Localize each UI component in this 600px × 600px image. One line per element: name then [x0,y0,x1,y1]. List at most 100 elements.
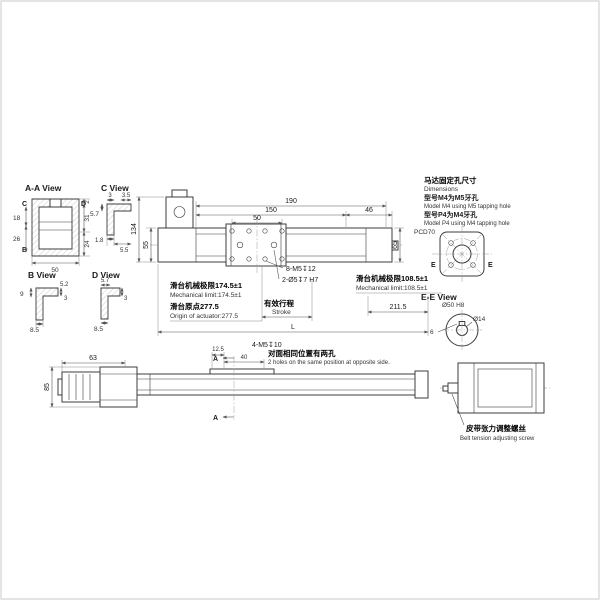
view-ee-label: E-E View [421,292,457,302]
note-dowel-holes: 2-Ø5↧7 H7 [282,277,318,284]
flange-p4-cn: 型号P4为M4牙孔 [424,210,477,219]
c-dim-5-7: 5.7 [90,211,99,218]
side-carriage [209,368,275,375]
limit-right-en: Mechanical limit:108.5±1 [356,285,428,292]
flange-linework [432,226,492,282]
tension-screw-tip [442,385,449,392]
ee-centerlines [442,310,482,350]
limit-left-cn: 滑台机械极限174.5±1 [170,280,242,290]
dim-134: 134 [131,223,138,235]
aa-rail-section [31,198,80,257]
aa-dim-26: 26 [13,236,21,243]
view-c: C View 3 3.5 5.7 1.8 5.5 [90,183,132,254]
flange-p4-en: Model P4 using M4 tapping hole [424,221,510,227]
ee-dim-6: 6 [430,329,434,336]
dim-150: 150 [265,207,277,214]
note-leaders [265,249,284,280]
view-b-label: B View [28,270,56,280]
opposite-holes-en: 2 holes on the same position at opposite… [268,360,390,366]
view-b: B View 9 5.2 3 8.5 [20,270,69,334]
b-profile [35,287,59,321]
side-end-cap [414,370,429,399]
d-dim-5-7: 5.7 [101,278,110,284]
c-dim-3: 3 [108,193,112,199]
aa-dim-lines [24,198,90,266]
motor-outline [165,196,194,229]
belt-linework [473,363,537,413]
side-motor [61,371,101,403]
side-view: 63 85 12.5 40 4-M5↧10 对面相同位置有两孔 2 holes … [44,342,429,422]
dim-L: L [291,324,295,331]
aa-dim-18: 18 [13,215,21,222]
housing-lines [100,373,137,401]
origin-cn: 滑台原点277.5 [170,301,219,311]
c-profile [106,203,132,236]
rail-end-stub [391,240,399,251]
dim-40: 40 [241,355,248,361]
aa-dim-24: 24 [84,240,91,248]
dim-12-5: 12.5 [212,347,224,353]
side-rail-lines [137,374,415,395]
d-dim-lines [100,283,124,325]
origin-en: Origin of actuator:277.5 [170,313,238,320]
flange-m4-cn: 型号M4为M5牙孔 [424,193,478,202]
carriage-outline [225,223,287,267]
b-dim-lines [29,287,63,327]
dim-50: 50 [253,215,261,222]
ee-dim-14: Ø14 [473,316,486,323]
belt-label-cn: 皮带张力调整螺丝 [465,423,526,433]
view-c-label: C View [101,183,129,193]
belt-tension-detail: 皮带张力调整螺丝 Belt tension adjusting screw [440,362,550,442]
motor-shaft-mark [173,206,186,218]
aa-dim-2: 2 [85,200,91,204]
b-dim-9: 9 [20,291,24,298]
view-aa-label: A-A View [25,183,62,193]
carriage-mount-holes [229,228,285,262]
dim-190: 190 [285,198,297,205]
c-dim-5-5: 5.5 [120,248,129,254]
side-dim-lines [50,353,265,408]
d-dim-8-5: 8.5 [94,326,103,333]
dim-65: 65 [392,241,399,249]
aa-top-slot [49,198,62,208]
stroke-en: Stroke [272,309,291,316]
limit-left-en: Mechanical limit:174.5±1 [170,292,242,299]
motor-cap [171,189,188,198]
view-ee: E-E View Ø50 H8 Ø14 6 [421,292,486,350]
view-d-label: D View [92,270,120,280]
flange-m4-en: Model M4 using M5 tapping hole [424,204,511,210]
aa-marker-c: C [22,201,27,208]
opposite-holes-cn: 对面相同位置有两孔 [268,348,336,358]
top-view: 190 150 46 50 65 134 55 8-M5↧12 2-Ø5↧7 H… [131,189,442,336]
belt-label-en: Belt tension adjusting screw [460,436,535,442]
dim-46: 46 [365,207,373,214]
dim-63: 63 [89,355,97,362]
section-a-marks [222,356,235,420]
motor-fins [68,374,91,400]
dim-211-5: 211.5 [390,304,407,311]
view-aa: A-A View C D B 18 26 2 31 24 50 [13,183,91,274]
belt-end-block [457,362,545,414]
aa-belt-lines [39,221,72,231]
aa-dim-31: 31 [84,214,91,222]
ee-leaders [437,321,473,333]
flange-title-cn: 马达固定孔尺寸 [424,175,477,185]
c-dim-1-8: 1.8 [95,238,104,244]
b-dim-8-5: 8.5 [30,327,39,334]
note-4-m5-holes: 4-M5↧10 [252,342,282,349]
motor-rear-cap [57,378,63,396]
motor-flange-block: 马达固定孔尺寸 Dimensions 型号M4为M5牙孔 Model M4 us… [414,175,511,282]
carriage-linework [230,217,282,273]
c-dim-lines [100,198,132,246]
aa-marker-b: B [22,247,27,254]
section-e-right: E [488,262,493,269]
section-a-bottom: A [213,415,218,422]
dim-55: 55 [143,241,150,249]
pcd70-label: PCD70 [414,229,435,236]
d-dim-3: 3 [124,296,128,302]
d-profile [100,287,121,320]
limit-right-cn: 滑台机械极限108.5±1 [356,273,428,283]
